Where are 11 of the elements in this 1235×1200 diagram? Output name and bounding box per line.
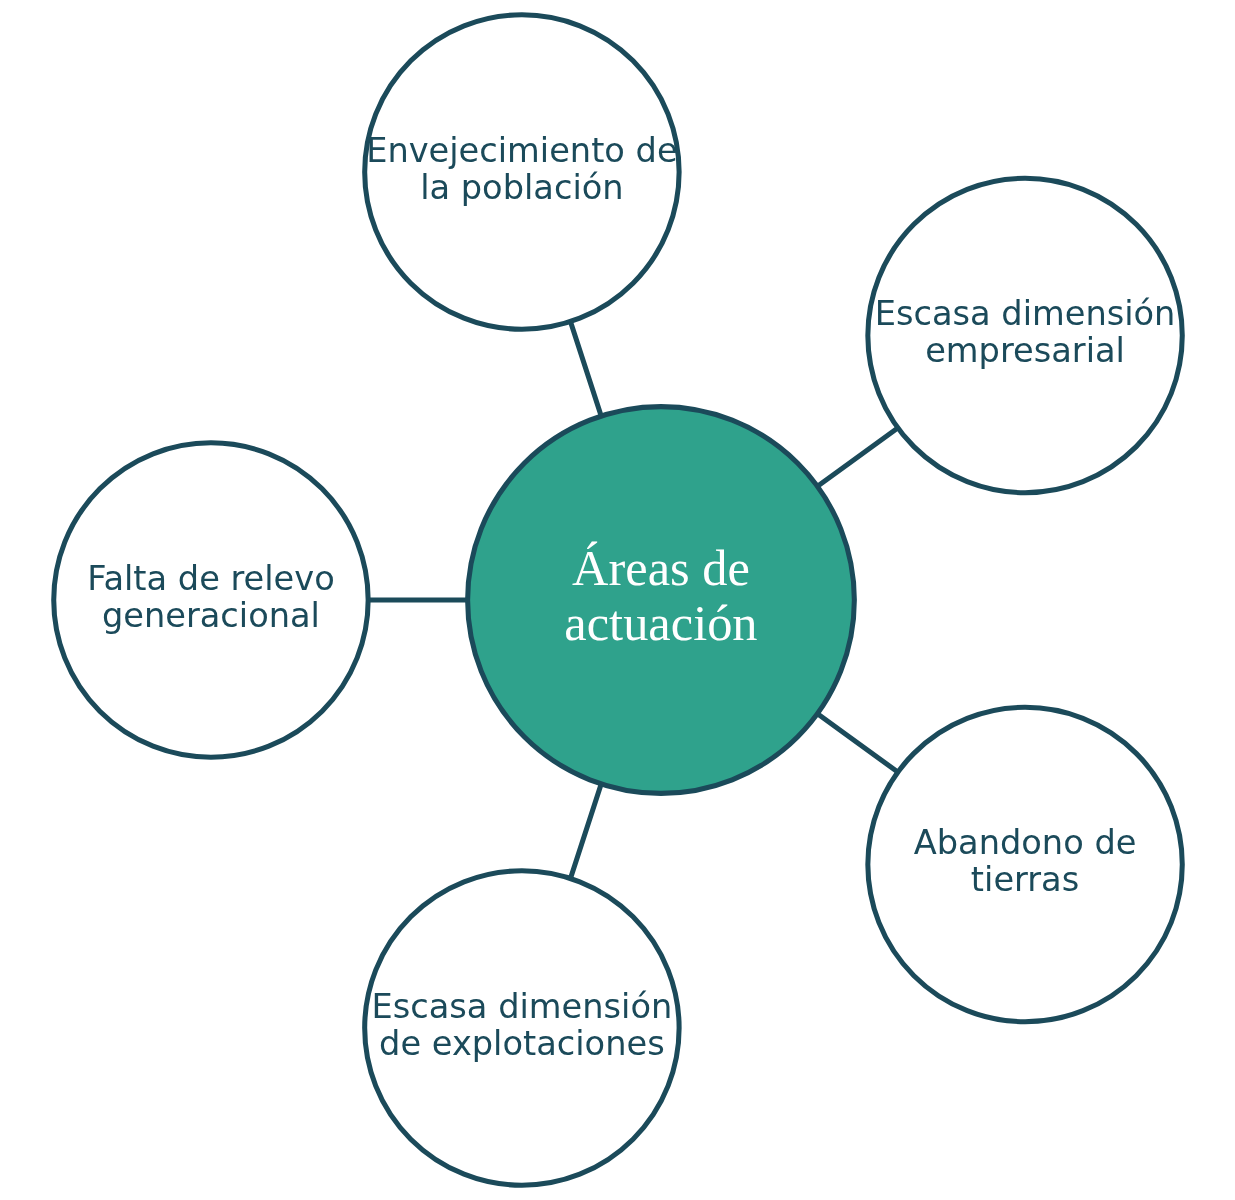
node-circle: Escasa dimensión de explotaciones xyxy=(361,868,682,1188)
connector xyxy=(567,783,604,880)
node-circle: Envejecimiento de la población xyxy=(361,12,682,332)
node-circle: Escasa dimensión empresarial xyxy=(864,175,1185,496)
connector xyxy=(567,320,604,417)
node-circle: Falta de relevo generacional xyxy=(50,440,371,760)
connector xyxy=(815,711,899,775)
connector xyxy=(815,425,899,489)
node-circle: Áreas de actuación xyxy=(464,404,857,796)
node-circle: Abandono de tierras xyxy=(864,704,1185,1025)
connector xyxy=(367,597,467,603)
